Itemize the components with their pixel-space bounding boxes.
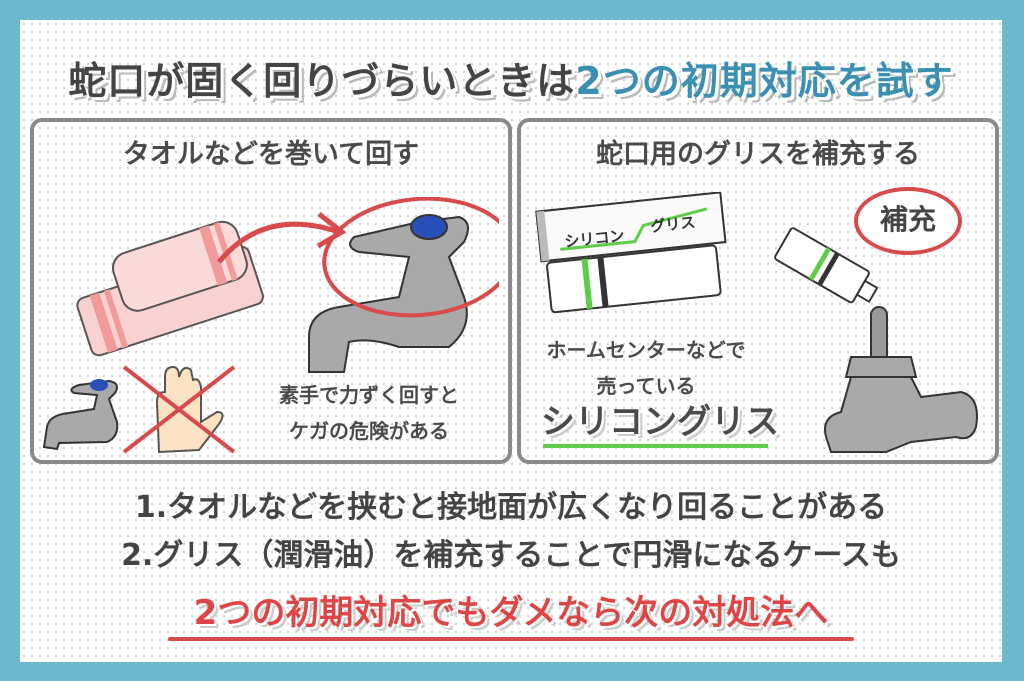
title-accent: 2つの初期対応を試す — [575, 59, 954, 103]
conclusion-underline — [168, 637, 854, 641]
refill-bubble: 補充 — [854, 187, 962, 255]
panel-grease: 蛇口用のグリスを補充する シリコン グリス — [517, 118, 999, 464]
faucet-icon — [308, 197, 499, 373]
product-name: シリコングリス — [541, 402, 779, 442]
towel-icon — [76, 220, 264, 357]
panel-title-towel: タオルなどを巻いて回す — [122, 139, 420, 170]
panel-towel: タオルなどを巻いて回す — [30, 118, 512, 464]
page-title: 蛇口が固く回りづらいときは2つの初期対応を試す — [20, 50, 1002, 105]
store-text: ホームセンターなどで 売っている — [546, 338, 746, 398]
caution-text: 素手で力ずく回すと ケガの危険がある — [279, 383, 459, 443]
arrow-icon — [217, 212, 347, 264]
hand-crossed-icon — [122, 365, 236, 454]
small-faucet-icon — [42, 379, 119, 451]
faucet-grease-icon — [774, 227, 978, 453]
panel-title-grease: 蛇口用のグリスを補充する — [596, 139, 920, 170]
infographic-card: 蛇口が固く回りづらいときは2つの初期対応を試す タオルなどを巻いて回す — [20, 20, 1002, 662]
conclusion-text: 2つの初期対応でもダメなら次の対処法へ — [193, 593, 829, 633]
title-main: 蛇口が固く回りづらいときは — [68, 59, 576, 103]
svg-text:グリス: グリス — [650, 213, 697, 236]
point-2: 2.グリス（潤滑油）を補充することで円滑になるケースも — [121, 538, 901, 573]
grease-box-icon: シリコン グリス — [535, 192, 727, 314]
product-underline — [543, 444, 768, 448]
point-1: 1.タオルなどを挟むと接地面が広くなり回ることがある — [134, 490, 888, 525]
